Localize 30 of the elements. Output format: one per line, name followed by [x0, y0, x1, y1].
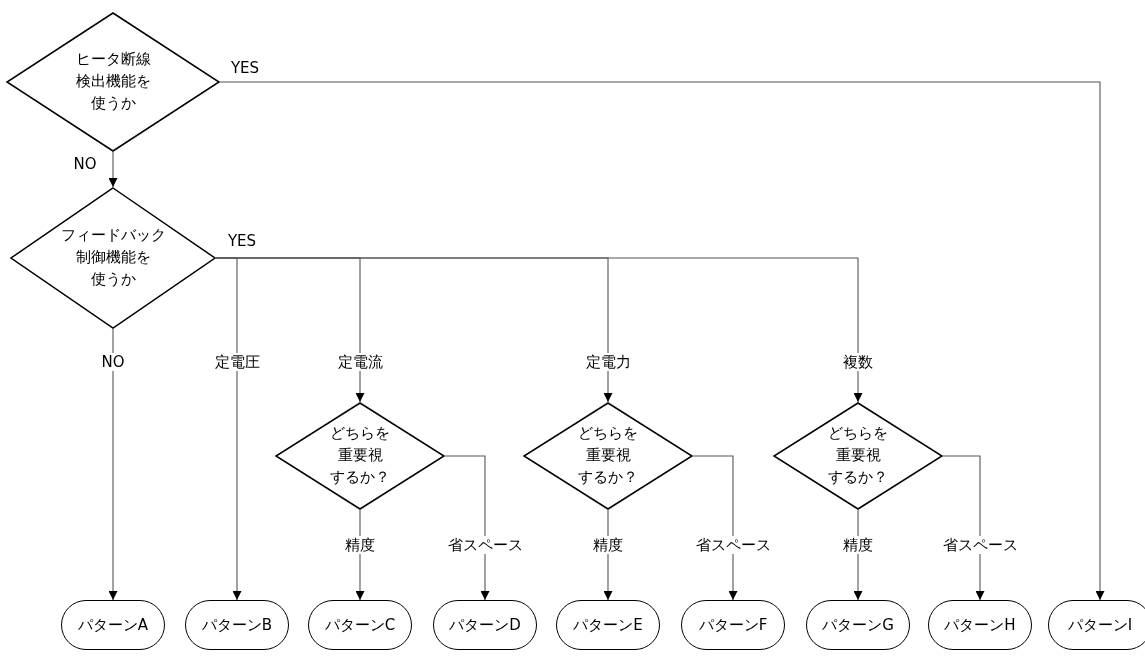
arrow [444, 455, 490, 601]
arrow [108, 151, 118, 188]
terminal-box: パターンC [308, 600, 412, 650]
decision-diamond [275, 402, 445, 510]
arrow [215, 257, 863, 403]
arrow [942, 455, 985, 601]
decision-diamond [773, 402, 943, 510]
terminal-box: パターンH [928, 600, 1032, 650]
arrow [692, 455, 738, 601]
decision-text: どちらを重要視するか？ [828, 423, 888, 488]
arrow [108, 328, 118, 601]
edge-label: 精度 [342, 536, 378, 554]
decision-text: ヒータ断線検出機能を使うか [75, 49, 151, 114]
terminal-box: パターンD [433, 600, 537, 650]
edge-label: 精度 [840, 536, 876, 554]
decision-text: どちらを重要視するか？ [330, 423, 390, 488]
terminal-box: パターンG [806, 600, 910, 650]
terminal-box: パターンF [681, 600, 785, 650]
decision-text: フィードバック制御機能を使うか [60, 225, 166, 290]
decision-text: どちらを重要視するか？ [578, 423, 638, 488]
decision-diamond [6, 12, 220, 152]
terminal-box: パターンE [556, 600, 660, 650]
terminal-box: パターンB [185, 600, 289, 650]
edge-label: 複数 [840, 353, 876, 371]
terminal-box: パターンA [61, 600, 165, 650]
terminal-box: パターンI [1048, 600, 1145, 650]
decision-diamond [10, 187, 216, 329]
decision-diamond [523, 402, 693, 510]
edge-label: 精度 [590, 536, 626, 554]
arrow [219, 81, 1105, 601]
